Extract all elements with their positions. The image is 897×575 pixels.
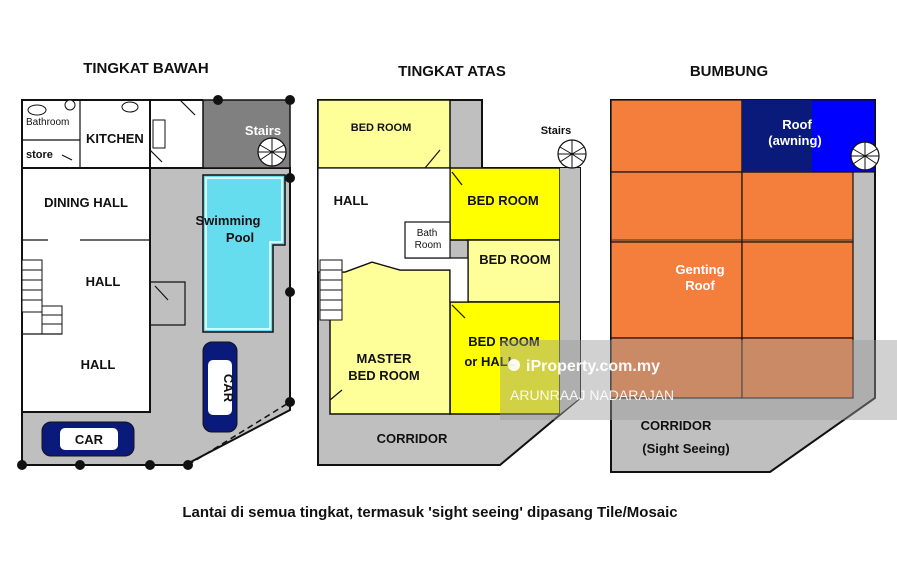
ground-floor-title: TINGKAT BAWAH — [83, 60, 209, 77]
upper-bedroom-1 — [317, 99, 451, 169]
upper-stairs-label: Stairs — [541, 125, 572, 137]
upper-hall-label: HALL — [334, 193, 369, 208]
roof-panel-3 — [741, 171, 854, 243]
upper-corridor-label: CORRIDOR — [377, 431, 448, 446]
ground-spiral-stairs-icon — [257, 137, 287, 167]
ground-notch — [150, 281, 186, 326]
upper-bedroom-2-label: BED ROOM — [467, 193, 539, 208]
master-bedroom-label-2: BED ROOM — [348, 368, 420, 383]
roof-title: BUMBUNG — [690, 63, 768, 80]
store-pointer — [61, 154, 73, 161]
master-bedroom-label-1: MASTER — [357, 351, 413, 366]
swimming-pool — [202, 174, 286, 333]
watermark-pin-icon — [508, 359, 520, 371]
upper-side-walkway — [560, 168, 580, 414]
genting-roof-label-1: Genting — [675, 262, 724, 277]
ground-floor-plan: TINGKAT BAWAH — [17, 60, 295, 470]
bathroom-label: Bathroom — [26, 117, 69, 128]
ground-internal-stairs — [21, 259, 63, 335]
roof-panel-7 — [741, 337, 854, 399]
dining-hall-label: DINING HALL — [44, 195, 128, 210]
ground-fridge — [152, 119, 166, 149]
ground-posts — [17, 95, 295, 470]
upper-bedroom-3 — [467, 239, 561, 303]
upper-master-door — [329, 389, 343, 401]
roof-plan: BUMBUNG Roof (awning) Genting — [610, 63, 880, 473]
ground-sink-icon — [64, 99, 76, 111]
roof-panel-1 — [610, 99, 743, 173]
ground-toilet-icon — [27, 104, 47, 116]
upper-floor-title: TINGKAT ATAS — [398, 63, 506, 80]
upper-bedroom-or-hall-door — [451, 304, 466, 319]
watermark-band — [500, 340, 897, 420]
upper-bedroom-2 — [449, 167, 561, 241]
ground-door-swing — [179, 99, 196, 116]
pool-label-line1: Swimming — [195, 213, 260, 228]
roof-corridor-label-2: (Sight Seeing) — [642, 441, 729, 456]
ground-car-vertical — [202, 341, 238, 433]
roof-spiral-stairs-icon — [850, 141, 880, 171]
ground-house-outline — [21, 99, 151, 413]
upper-spiral-stairs-icon — [557, 139, 587, 169]
watermark: iProperty.com.my ARUNRAAJ NADARAJAN — [500, 340, 897, 420]
ground-stairs-label: Stairs — [245, 123, 281, 138]
ground-notch-door — [154, 285, 169, 301]
caption: Lantai di semua tingkat, termasuk 'sight… — [182, 504, 677, 521]
hall-label-2: HALL — [81, 357, 116, 372]
hall-label-1: HALL — [86, 274, 121, 289]
upper-bedroom-3-label: BED ROOM — [479, 252, 551, 267]
store-label: store — [26, 149, 53, 161]
roof-awning-label-2: (awning) — [768, 133, 821, 148]
pool-label-line2: Pool — [226, 230, 254, 245]
upper-bedroom-1-label: BED ROOM — [351, 122, 412, 134]
upper-bath-label-2: Room — [415, 240, 442, 251]
upper-floor-plan: TINGKAT ATAS — [317, 63, 587, 466]
kitchen-label: KITCHEN — [86, 131, 144, 146]
roof-corridor-label-1: CORRIDOR — [641, 418, 712, 433]
car-label-vertical: CAR — [221, 374, 236, 403]
upper-bedroom-or-hall-label-1: BED ROOM — [468, 334, 540, 349]
genting-roof-label-2: Roof — [685, 278, 715, 293]
roof-panel-5 — [741, 241, 854, 339]
upper-bedroom-2-door — [451, 171, 463, 186]
ground-kitchen-door — [149, 149, 163, 163]
ground-car-horizontal — [41, 421, 135, 457]
upper-bath-label-1: Bath — [417, 228, 438, 239]
upper-master-bedroom — [329, 261, 451, 415]
upper-bedroom-1-door — [424, 149, 441, 169]
roof-panel-6 — [610, 337, 743, 399]
roof-awning-dark — [742, 100, 812, 172]
watermark-site: iProperty.com.my — [526, 358, 660, 375]
roof-awning-label-1: Roof — [782, 117, 812, 132]
car-label-horizontal: CAR — [75, 432, 104, 447]
upper-bedroom-or-hall-label-2: or HALL — [464, 354, 515, 369]
swimming-pool-edge — [205, 177, 283, 330]
upper-internal-stairs — [319, 259, 343, 321]
ground-kitchen-sink-icon — [121, 101, 139, 113]
watermark-agent: ARUNRAAJ NADARAJAN — [510, 387, 674, 403]
roof-panel-2 — [610, 171, 743, 243]
roof-panel-4 — [610, 241, 743, 339]
